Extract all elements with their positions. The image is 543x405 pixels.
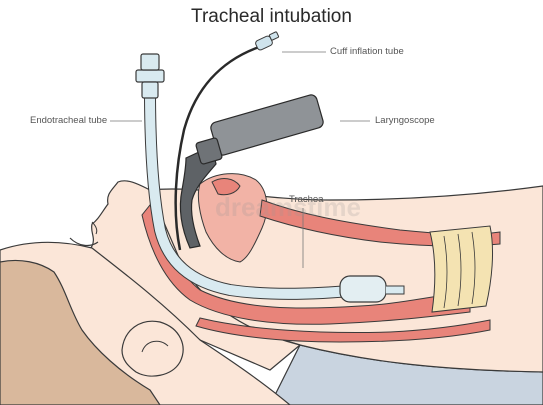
tube-cuff	[340, 276, 386, 302]
laryngoscope-handle	[209, 93, 324, 156]
watermark: dreamstime	[215, 192, 361, 223]
label-endotracheal-tube: Endotracheal tube	[30, 115, 107, 126]
label-cuff-inflation-tube: Cuff inflation tube	[330, 46, 404, 57]
tube-connector	[136, 70, 164, 82]
label-trachea: Trachea	[289, 194, 324, 205]
ear	[122, 321, 183, 376]
label-laryngoscope: Laryngoscope	[375, 115, 435, 126]
